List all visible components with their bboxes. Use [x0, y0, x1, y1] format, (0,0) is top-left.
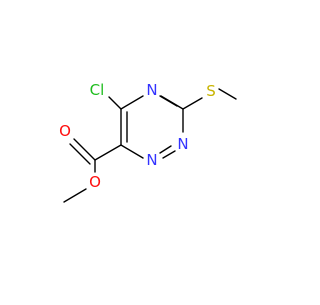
bond-n1-n2-inner	[159, 145, 172, 154]
nitrogen-top-label: N	[146, 81, 157, 99]
bond-o-ch3	[63, 188, 87, 203]
sulfur-label: S	[206, 82, 216, 100]
bond-n4-c5	[120, 95, 144, 110]
structure-canvas: Cl N N N S O O	[59, 81, 237, 203]
nitrogen-bottom-label: N	[146, 151, 157, 169]
chlorine-label: Cl	[90, 81, 105, 99]
nitrogen-lower-right-label: N	[177, 135, 188, 153]
bond-c3-s	[182, 97, 203, 110]
bond-c3-n4-inner	[159, 95, 178, 107]
bond-c6-n1	[120, 144, 144, 159]
bond-s-ch3	[218, 88, 237, 100]
bond-c5-cl	[108, 96, 122, 110]
bond-ccarbonyl-o-double-b	[69, 143, 91, 165]
bond-n1-n2	[162, 150, 176, 159]
oxygen-ester-label: O	[89, 173, 101, 191]
oxygen-carbonyl-label: O	[59, 122, 71, 140]
molecule-structure: Cl N N N S O O	[59, 81, 237, 203]
bond-ccarbonyl-o-double-a	[73, 138, 96, 161]
bond-c6-ccarbonyl	[94, 144, 122, 161]
